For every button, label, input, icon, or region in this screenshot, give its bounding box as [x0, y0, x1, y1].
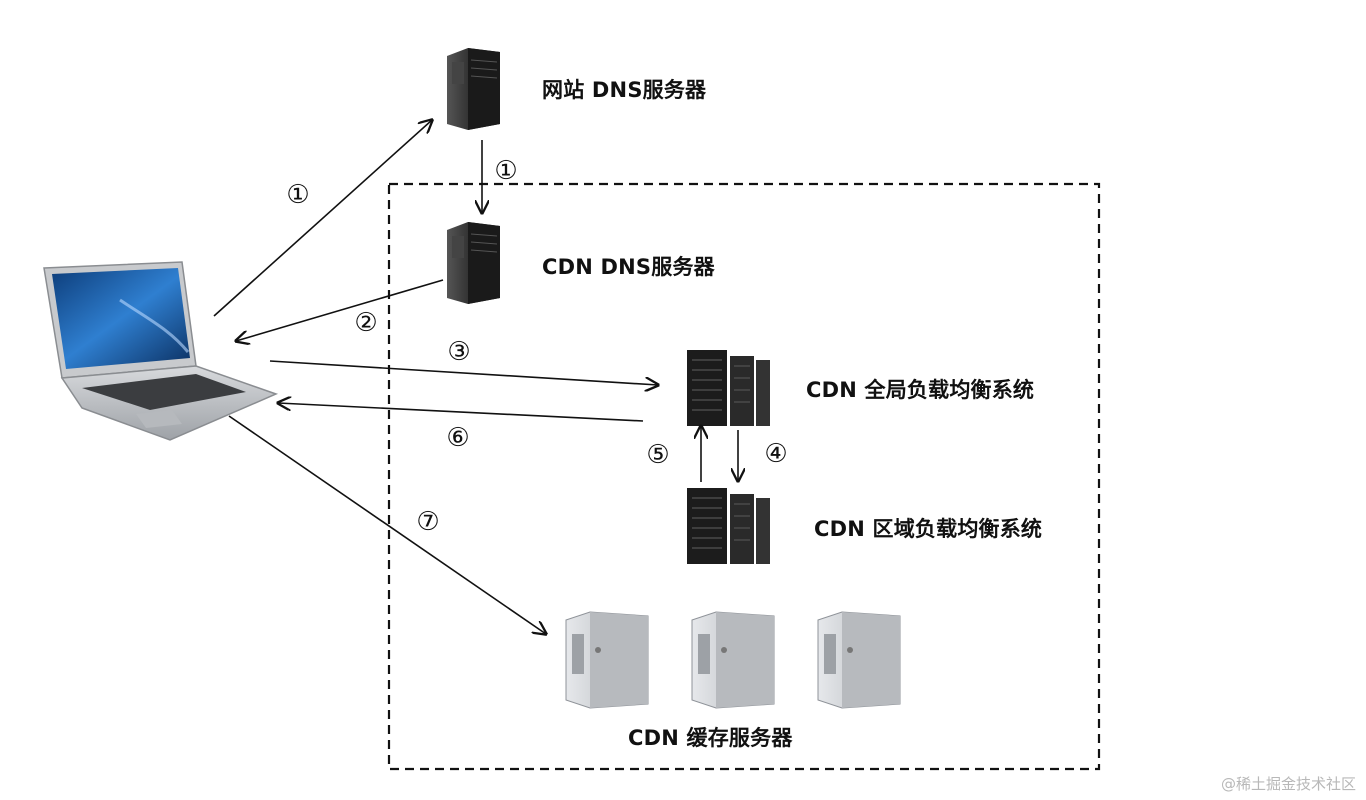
- cdn-dns-label: CDN DNS服务器: [542, 255, 715, 279]
- cache-server-icon-3: [817, 611, 901, 709]
- cdn-dns-server-icon: [447, 222, 500, 304]
- watermark-text: @稀土掘金技术社区: [1220, 775, 1356, 793]
- cdn-boundary-box: [387, 182, 1101, 771]
- cache-servers-label: CDN 缓存服务器: [628, 726, 793, 750]
- arrow-step-7: [228, 415, 546, 634]
- global-lb-server-icon: [687, 350, 770, 426]
- step-3-marker: ③: [447, 337, 471, 367]
- regional-lb-label: CDN 区域负载均衡系统: [814, 517, 1043, 541]
- regional-lb-server-icon: [687, 488, 770, 564]
- global-lb-label: CDN 全局负载均衡系统: [806, 378, 1035, 402]
- laptop-icon: [43, 261, 279, 441]
- step-1a-marker: ①: [286, 180, 310, 210]
- arrow-step-3: [269, 360, 658, 385]
- step-2-marker: ②: [354, 308, 378, 338]
- step-1b-marker: ①: [494, 156, 518, 186]
- cache-server-icon-1: [565, 611, 649, 709]
- cache-server-icon-2: [691, 611, 775, 709]
- step-4-marker: ④: [764, 439, 788, 469]
- arrow-step-6: [278, 403, 644, 422]
- step-6-marker: ⑥: [446, 423, 470, 453]
- arrow-step-1a: [213, 120, 432, 317]
- step-5-marker: ⑤: [646, 440, 670, 470]
- arrow-step-2: [236, 279, 444, 341]
- step-7-marker: ⑦: [416, 507, 440, 537]
- website-dns-server-icon: [447, 48, 500, 130]
- website-dns-label: 网站 DNS服务器: [542, 78, 707, 102]
